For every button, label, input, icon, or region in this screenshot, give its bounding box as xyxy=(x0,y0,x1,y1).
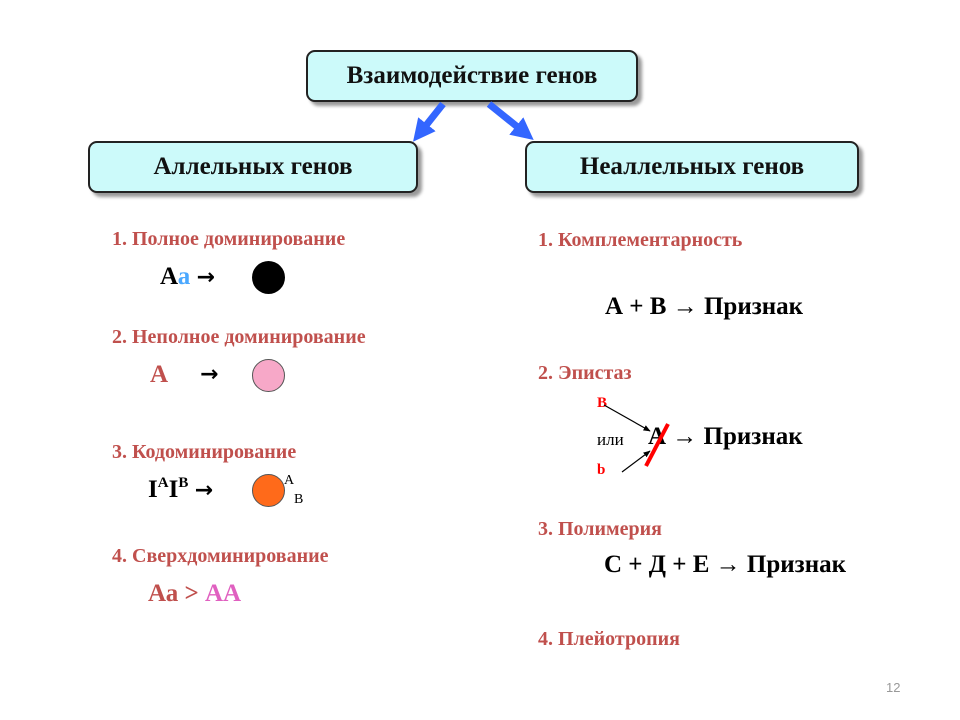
right-heading-2: 2. Эпистаз xyxy=(538,362,632,384)
codominance-formula: IAIB → xyxy=(148,475,214,503)
allelic-genes-label: Аллельных генов xyxy=(153,153,353,180)
codominance-label-B: B xyxy=(294,492,304,507)
left-arrow xyxy=(413,101,446,142)
non-allelic-genes-label: Неаллельных генов xyxy=(579,153,805,180)
non-allelic-genes-box: Неаллельных генов xyxy=(525,141,859,193)
left-heading-2: 2. Неполное доминирование xyxy=(112,326,366,348)
right-heading-4: 4. Плейотропия xyxy=(538,628,680,650)
epistasis-label-b: b xyxy=(597,462,606,478)
pink-circle-icon xyxy=(252,359,285,392)
black-circle-icon xyxy=(252,261,285,294)
genotype-Aa: Аа xyxy=(148,580,179,607)
title-box: Взаимодействие генов xyxy=(306,50,638,102)
genotype-AA: АА xyxy=(204,580,242,607)
arrow-symbol: → xyxy=(194,478,214,503)
left-heading-3: 3. Кодоминирование xyxy=(112,441,297,463)
overdominance-formula: Аа > АА xyxy=(148,580,241,608)
incomplete-dominance-arrow: → xyxy=(200,362,219,387)
right-arrow xyxy=(486,101,534,141)
red-strike-icon xyxy=(644,423,670,467)
epistasis-formula: А → Признак xyxy=(648,423,803,450)
title-box-label: Взаимодействие генов xyxy=(346,62,598,89)
allelic-genes-box: Аллельных генов xyxy=(88,141,418,193)
arrow-symbol: → xyxy=(196,265,215,290)
incomplete-dominance-formula: А xyxy=(150,361,168,389)
orange-circle-icon xyxy=(252,474,285,507)
page-number: 12 xyxy=(886,680,901,695)
epistasis-label-B: B xyxy=(597,395,608,411)
left-heading-4: 4. Сверхдоминирование xyxy=(112,545,329,567)
right-heading-1: 1. Комплементарность xyxy=(538,229,743,251)
allele-a: а xyxy=(177,263,191,290)
allele-A: А xyxy=(160,263,178,290)
left-heading-1: 1. Полное доминирование xyxy=(112,228,346,250)
full-dominance-formula: Аа → xyxy=(160,263,215,291)
arrow-from-b xyxy=(621,450,651,473)
arrow-from-B xyxy=(603,404,651,432)
epistasis-ili: или xyxy=(597,430,624,449)
allele-A: А xyxy=(150,361,169,388)
greater-than: > xyxy=(184,580,199,607)
polymery-formula: С + Д + Е → Признак xyxy=(604,551,847,578)
right-heading-3: 3. Полимерия xyxy=(538,518,663,540)
complementarity-formula: А + В → Признак xyxy=(605,293,804,320)
codominance-label-A: A xyxy=(284,473,295,488)
